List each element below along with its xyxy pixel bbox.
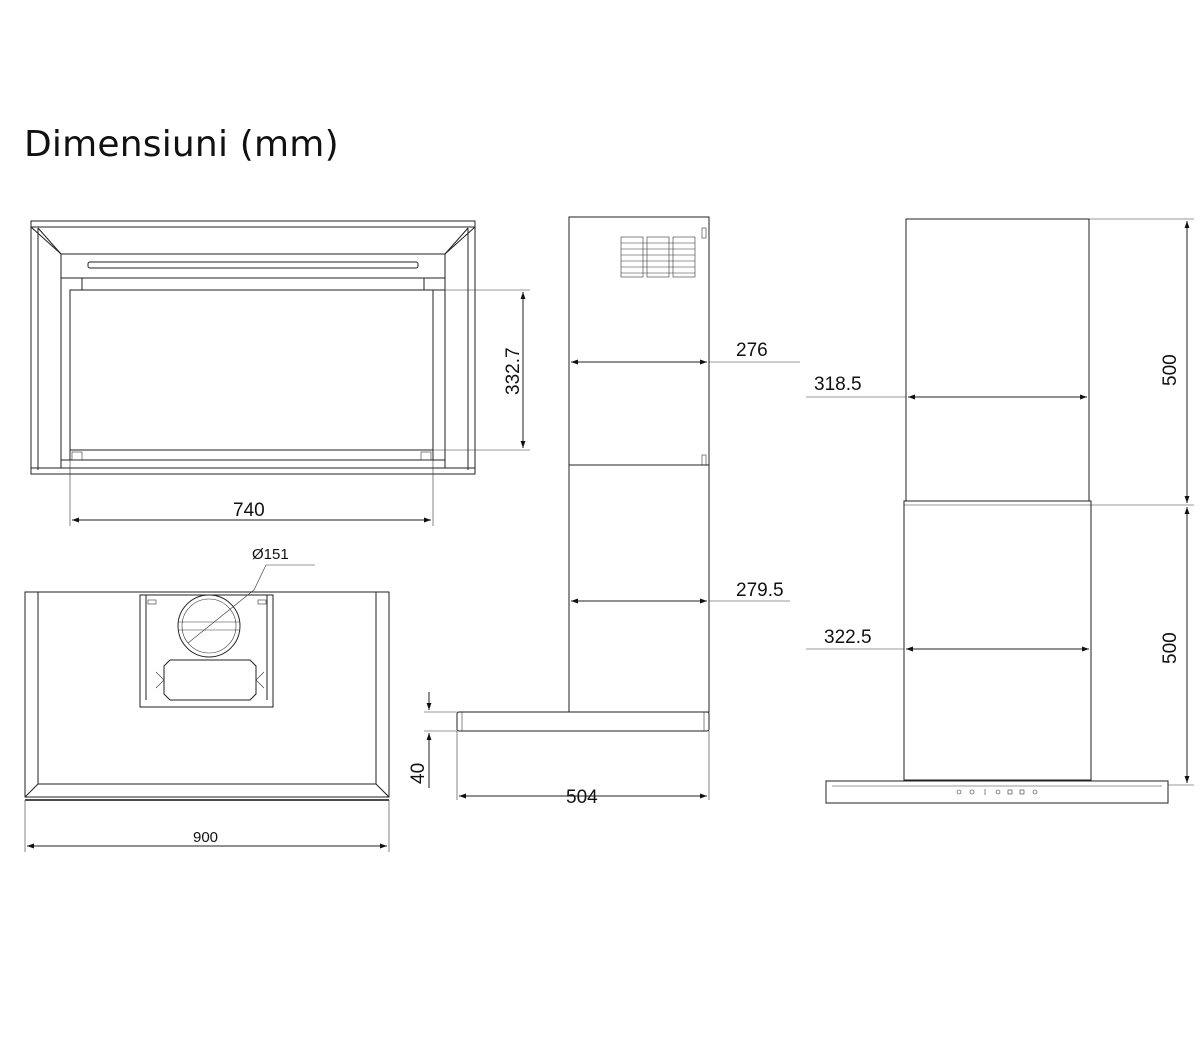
- top-width-label: 900: [193, 829, 218, 846]
- side-upper-depth-label: 276: [736, 340, 768, 361]
- front-width-label: 740: [233, 500, 265, 521]
- rear-lower-height-label: 500: [1160, 632, 1181, 664]
- rear-view: 318.5 322.5 500 500: [806, 218, 1194, 804]
- rear-lower-width-label: 322.5: [824, 627, 872, 648]
- duct-diameter-label: Ø151: [252, 546, 289, 563]
- front-height-label: 332.7: [503, 347, 524, 395]
- rear-upper-height-label: 500: [1160, 354, 1181, 386]
- page-title: Dimensiuni (mm): [24, 124, 339, 165]
- side-base-height-label: 40: [408, 763, 429, 784]
- control-panel: [956, 789, 1038, 795]
- rear-upper-width-label: 318.5: [814, 374, 862, 395]
- top-view: Ø151 900: [24, 546, 390, 852]
- side-lower-depth-label: 279.5: [736, 580, 784, 601]
- side-base-depth-label: 504: [566, 787, 598, 808]
- side-view: 276 279.5 504 40: [408, 216, 800, 808]
- front-view: 332.7 740: [30, 220, 530, 526]
